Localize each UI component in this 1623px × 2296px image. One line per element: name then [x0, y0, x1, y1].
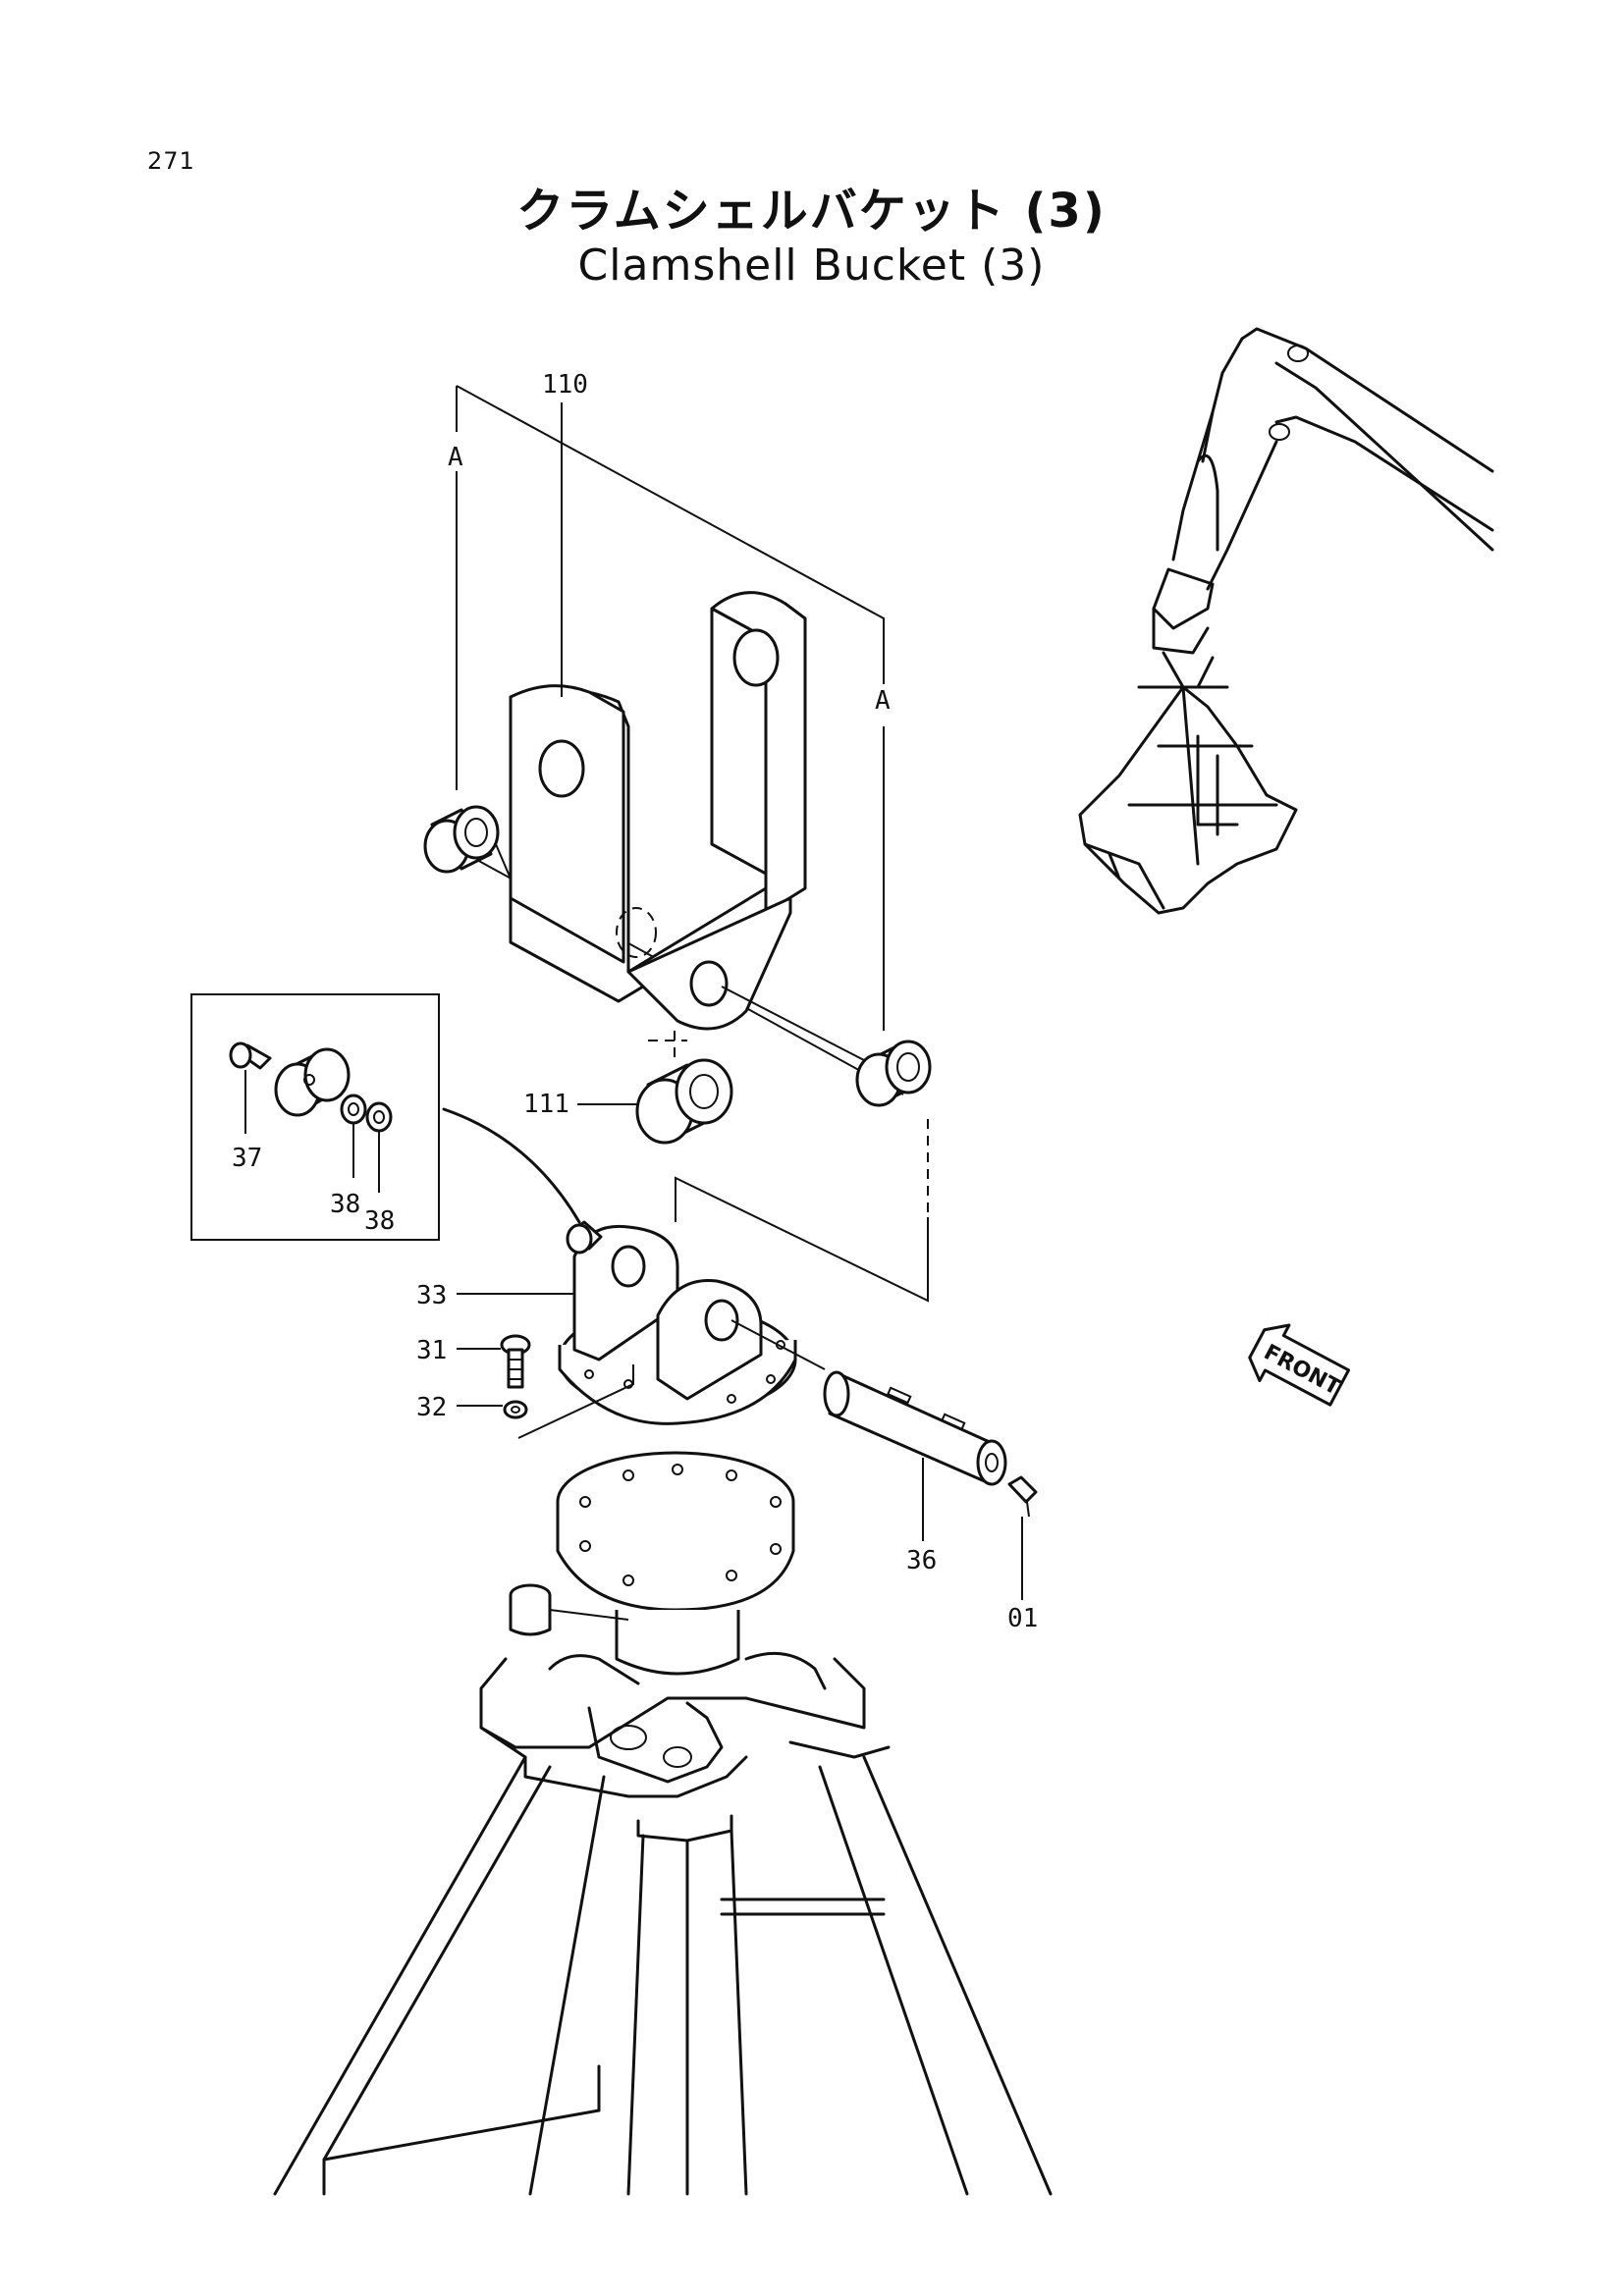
callout-38b: 38 [364, 1206, 395, 1236]
machine-illustration [1078, 327, 1494, 915]
callout-32: 32 [416, 1393, 447, 1422]
callout-111: 111 [523, 1090, 569, 1119]
callout-110: 110 [542, 370, 588, 400]
bushing-left [423, 805, 512, 880]
page-title-jp: クラムシェルバケット (3) [516, 184, 1107, 239]
leader-lines [457, 402, 638, 1407]
bolt-01 [1007, 1475, 1038, 1600]
clamshell-frame [273, 1583, 1053, 2196]
rotator-flange [556, 1451, 795, 1676]
callout-38a: 38 [330, 1190, 360, 1219]
bushing-right [721, 986, 932, 1107]
front-arrow: FRONT [1248, 1323, 1351, 1407]
bushing-111 [635, 1031, 733, 1145]
callout-36: 36 [906, 1546, 937, 1575]
callout-37: 37 [232, 1144, 262, 1173]
page-number: 271 [147, 147, 195, 175]
callout-31: 31 [416, 1336, 447, 1365]
callout-a-right: A [875, 686, 891, 716]
callout-01: 01 [1007, 1604, 1038, 1633]
washer-32 [503, 1400, 528, 1419]
callout-33: 33 [416, 1281, 447, 1310]
inset-detail-box [190, 993, 581, 1241]
rotator-head-33 [517, 1220, 826, 1439]
page-title-en: Clamshell Bucket (3) [577, 240, 1046, 291]
callout-a-left: A [448, 443, 463, 472]
pin-36 [823, 1370, 1007, 1541]
bracket-110 [509, 591, 807, 1041]
callout-labels: 110 A A 111 37 38 38 33 31 32 36 01 [232, 370, 1038, 1633]
bolt-31 [500, 1334, 531, 1389]
